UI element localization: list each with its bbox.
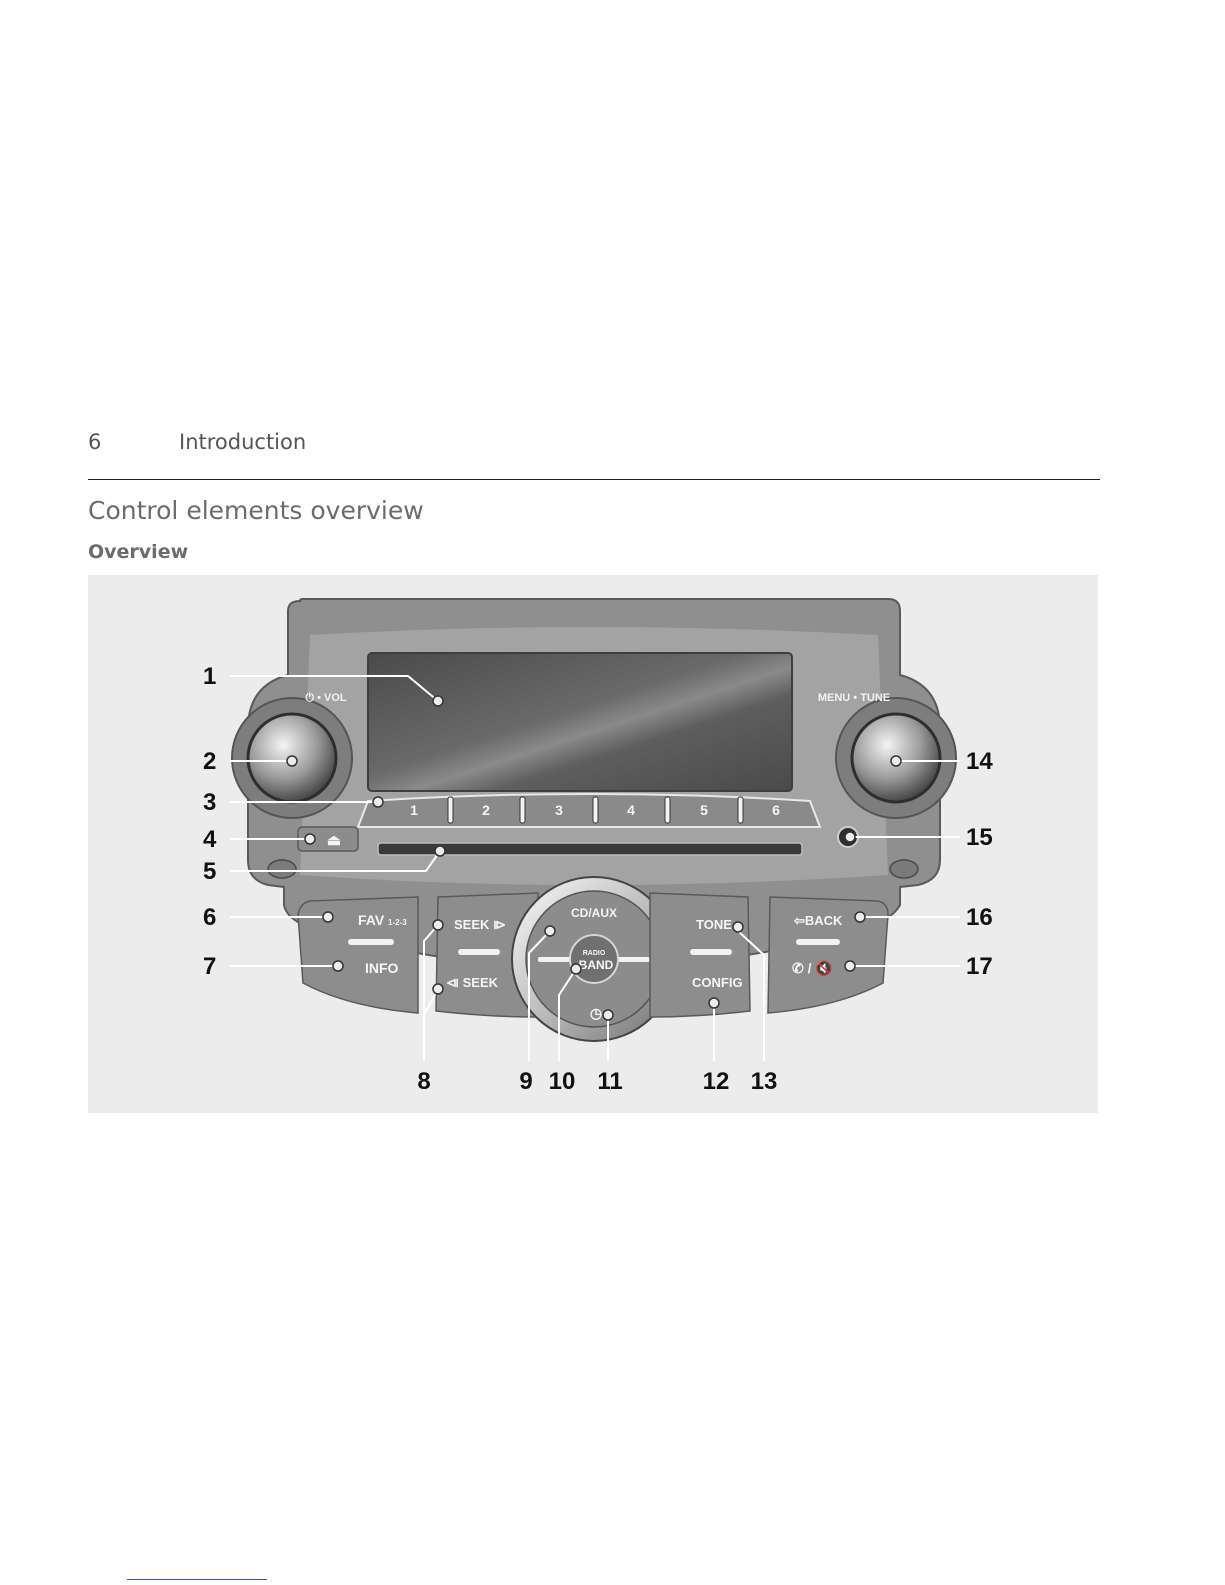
phone-mute-label: ✆ / 🔇 [792,960,833,977]
eject-icon: ⏏ [327,832,341,849]
callout-3: 3 [203,789,216,816]
callout-9: 9 [519,1068,532,1095]
tone-label: TONE [696,917,732,932]
preset-strip [358,794,820,827]
callout-10: 10 [549,1068,576,1095]
vol-label: ⏻ • VOL [305,691,347,704]
config-label: CONFIG [692,975,743,990]
section-subtitle: Overview [88,541,188,563]
page-number: 6 [88,430,101,454]
dial-right-divider [614,957,650,962]
header-rule [88,479,1100,480]
back-phone-divider [796,939,840,945]
band-label: BAND [579,958,614,972]
chapter-title: Introduction [179,430,306,454]
callout-12: 12 [703,1068,730,1095]
callout-11: 11 [597,1068,622,1095]
dial-left-divider [538,957,574,962]
display-screen [368,653,792,791]
fav-info-divider [348,939,394,945]
seek-divider [458,949,500,955]
callout-2: 2 [203,748,216,775]
seek-forward-label: SEEK ⧐ [454,917,506,932]
mount-hole-right [890,860,918,878]
clock-icon: ◷ [590,1005,602,1021]
callout-4: 4 [203,826,217,853]
fav-label: FAV [358,912,385,928]
preset-5-label: 5 [700,802,708,818]
preset-divider [665,797,670,823]
callout-7: 7 [203,953,216,980]
preset-divider [448,797,453,823]
callout-5: 5 [203,858,216,885]
footer-link-underline[interactable] [127,1579,267,1580]
preset-1-label: 1 [410,802,418,818]
tone-config-divider [690,949,732,955]
preset-3-label: 3 [555,802,563,818]
preset-2-label: 2 [482,802,490,818]
callout-8: 8 [417,1068,430,1095]
callout-16: 16 [966,904,993,931]
mount-hole-left [268,860,296,878]
preset-4-label: 4 [627,802,635,818]
preset-divider [520,797,525,823]
seek-back-label: ⧏ SEEK [446,975,499,990]
page-header: 6 Introduction [88,430,1100,458]
preset-divider [738,797,743,823]
radio-panel-illustration: ⏻ • VOL MENU • TUNE 1 2 3 4 5 6 ⏏ [88,575,1098,1113]
preset-divider [593,797,598,823]
info-label: INFO [365,960,399,976]
back-label: ⇦BACK [793,913,843,928]
callout-13: 13 [751,1068,778,1095]
callout-14: 14 [966,748,993,775]
radio-label: RADIO [583,950,606,957]
fav-pages-label: 1-2-3 [388,918,407,927]
preset-6-label: 6 [772,802,780,818]
callout-1: 1 [203,663,216,690]
radio-panel-figure: ⏻ • VOL MENU • TUNE 1 2 3 4 5 6 ⏏ [88,575,1098,1113]
callout-6: 6 [203,904,216,931]
section-title: Control elements overview [88,496,424,525]
callout-17: 17 [966,953,993,980]
menu-tune-label: MENU • TUNE [818,692,890,704]
callout-15: 15 [966,824,993,851]
cd-aux-label: CD/AUX [571,906,617,920]
